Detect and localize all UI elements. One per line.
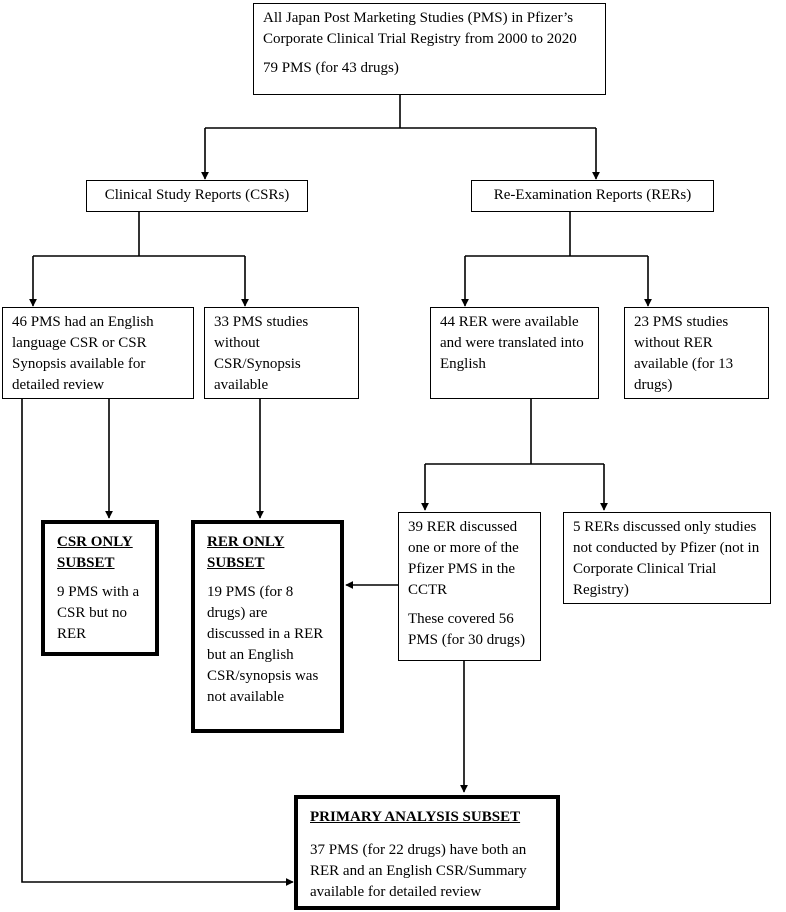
- rer-available-box: 44 RER were available and were translate…: [430, 307, 599, 399]
- primary-analysis-subset-text: 37 PMS (for 22 drugs) have both an RER a…: [310, 842, 527, 900]
- csr-available-text: 46 PMS had an English language CSR or CS…: [12, 314, 154, 393]
- rers-box: Re-Examination Reports (RERs): [471, 180, 714, 212]
- rer-only-subset-title: RER ONLY SUBSET: [207, 534, 285, 571]
- rer-discussed-coverage: These covered 56 PMS (for 30 drugs): [408, 611, 526, 648]
- csr-available-box: 46 PMS had an English language CSR or CS…: [2, 307, 194, 399]
- rer-unavailable-box: 23 PMS studies without RER available (fo…: [624, 307, 769, 399]
- rer-other-text: 5 RERs discussed only studies not conduc…: [573, 519, 760, 598]
- csrs-box: Clinical Study Reports (CSRs): [86, 180, 308, 212]
- rer-unavailable-text: 23 PMS studies without RER available (fo…: [634, 314, 734, 393]
- csr-unavailable-box: 33 PMS studies without CSR/Synopsis avai…: [204, 307, 359, 399]
- primary-analysis-subset-title: PRIMARY ANALYSIS SUBSET: [310, 809, 521, 825]
- top-box-description: All Japan Post Marketing Studies (PMS) i…: [263, 10, 577, 47]
- csr-unavailable-text: 33 PMS studies without CSR/Synopsis avai…: [214, 314, 309, 393]
- arrow-csr-available-to-primary: [21, 399, 294, 886]
- rer-discussed-text: 39 RER discussed one or more of the Pfiz…: [408, 519, 519, 598]
- top-box: All Japan Post Marketing Studies (PMS) i…: [253, 3, 606, 95]
- rer-discussed-box: 39 RER discussed one or more of the Pfiz…: [398, 512, 541, 661]
- csrs-label: Clinical Study Reports (CSRs): [104, 187, 290, 203]
- csr-only-subset-title: CSR ONLY SUBSET: [57, 534, 133, 571]
- rer-other-box: 5 RERs discussed only studies not conduc…: [563, 512, 771, 604]
- primary-analysis-subset-box: PRIMARY ANALYSIS SUBSET 37 PMS (for 22 d…: [294, 795, 560, 910]
- rer-only-subset-text: 19 PMS (for 8 drugs) are discussed in a …: [207, 584, 324, 705]
- rers-label: Re-Examination Reports (RERs): [493, 187, 692, 203]
- rer-available-text: 44 RER were available and were translate…: [440, 314, 584, 372]
- csr-only-subset-box: CSR ONLY SUBSET 9 PMS with a CSR but no …: [41, 520, 159, 656]
- top-box-count: 79 PMS (for 43 drugs): [263, 60, 399, 76]
- rer-only-subset-box: RER ONLY SUBSET 19 PMS (for 8 drugs) are…: [191, 520, 344, 733]
- csr-only-subset-text: 9 PMS with a CSR but no RER: [57, 584, 140, 642]
